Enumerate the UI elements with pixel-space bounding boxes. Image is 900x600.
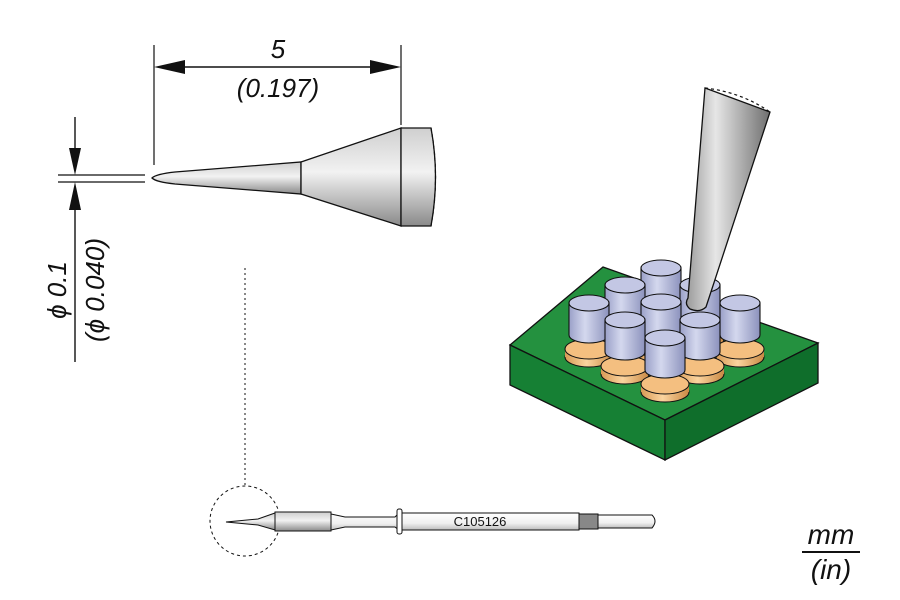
component-body [719, 302, 761, 344]
break-line [430, 127, 437, 227]
component-9 [640, 329, 690, 403]
units-legend: mm (in) [796, 520, 866, 585]
cartridge-tip [225, 512, 276, 531]
component-top [568, 294, 610, 312]
tip-profile-enlarged [151, 127, 437, 227]
component-top [644, 329, 686, 347]
component-top [640, 259, 682, 277]
cartridge-neck [330, 510, 401, 533]
pcb-illustration [508, 87, 820, 462]
length-mm-label: 5 [271, 34, 286, 64]
arrowhead-up [69, 182, 81, 210]
arrowhead-right [370, 60, 401, 74]
length-in-label: (0.197) [237, 73, 319, 103]
component-5 [715, 294, 765, 368]
pcb-side-right [664, 341, 819, 462]
cartridge: C105126 [209, 485, 656, 557]
component-6 [564, 294, 614, 368]
tip-needle [151, 161, 302, 195]
cartridge-band [578, 513, 599, 530]
component-top [604, 276, 646, 294]
component-body [644, 337, 686, 379]
diameter-in-label: (ϕ 0.040) [80, 238, 110, 342]
component-8 [600, 311, 650, 385]
arrowhead-left [154, 60, 185, 74]
component-top [640, 293, 682, 311]
cartridge-ring [396, 508, 403, 535]
length-dimension: 5 (0.197) [153, 34, 402, 165]
units-divider [802, 551, 860, 553]
illustration-tip-break [704, 87, 771, 113]
units-imperial: (in) [810, 554, 852, 585]
tip-body [400, 127, 437, 227]
units-metric: mm [807, 519, 855, 550]
component-7 [675, 311, 725, 385]
illustration-tip [685, 87, 771, 312]
part-number: C105126 [454, 514, 507, 529]
component-top [604, 311, 646, 329]
cartridge-end [597, 514, 656, 529]
arrowhead-down [69, 148, 81, 175]
tip-cone [300, 127, 402, 227]
component-top [679, 311, 721, 329]
diameter-dimension: ϕ 0.1 (ϕ 0.040) [42, 117, 145, 362]
diameter-mm-label: ϕ 0.1 [42, 261, 72, 319]
cartridge-sleeve [274, 511, 332, 532]
component-top [719, 294, 761, 312]
